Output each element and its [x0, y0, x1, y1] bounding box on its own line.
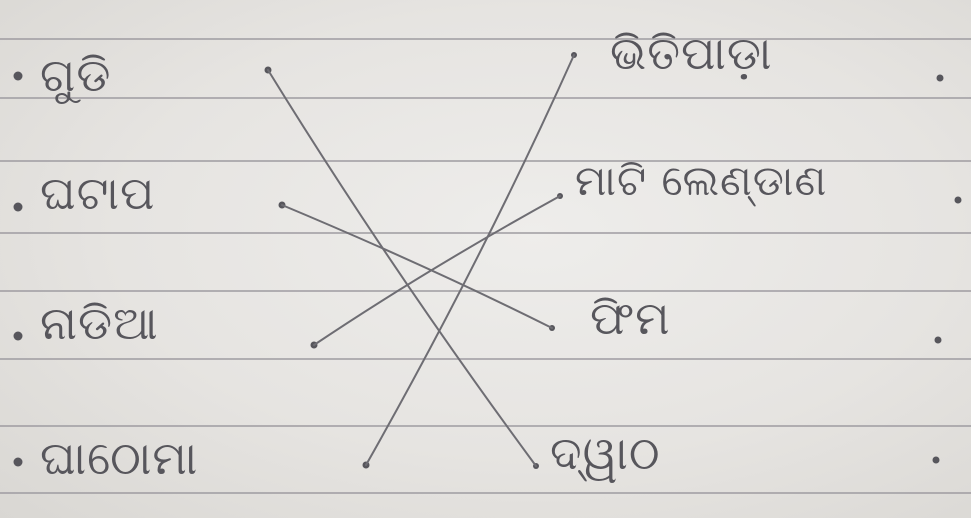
left-word-4: ଘାଠୋମା	[40, 431, 199, 485]
match-line-4	[365, 54, 575, 466]
left-bullet-3	[13, 331, 23, 341]
ruled-line	[0, 358, 971, 360]
right-bullet-3	[934, 336, 942, 344]
match-line-1	[267, 69, 537, 467]
left-word-1: ଗୁଡି	[40, 48, 112, 102]
right-bullet-2	[954, 196, 962, 204]
left-bullet-2	[13, 202, 23, 212]
right-word-4: ଦ୍ୱାଠ	[550, 426, 661, 480]
ruled-line	[0, 97, 971, 99]
right-word-2: ମାଟି ଲେଣ୍ଡାଣ	[575, 156, 828, 205]
left-bullet-4	[13, 457, 23, 467]
match-line-3	[313, 195, 561, 346]
ruled-line	[0, 290, 971, 292]
ruled-line	[0, 492, 971, 494]
ruled-line	[0, 38, 971, 40]
ruled-line	[0, 425, 971, 427]
left-bullet-1	[13, 71, 23, 81]
left-word-3: ନାଡିଆ	[40, 296, 159, 350]
right-bullet-4	[932, 456, 940, 464]
right-word-3: ଫିମ	[590, 291, 671, 345]
right-word-1: ଭିତିପାଡ଼ା	[610, 26, 773, 80]
ruled-line	[0, 232, 971, 234]
match-line-2	[281, 204, 553, 329]
right-bullet-1	[936, 74, 944, 82]
left-word-2: ଘଟାପ	[40, 166, 156, 220]
ruled-line	[0, 160, 971, 162]
